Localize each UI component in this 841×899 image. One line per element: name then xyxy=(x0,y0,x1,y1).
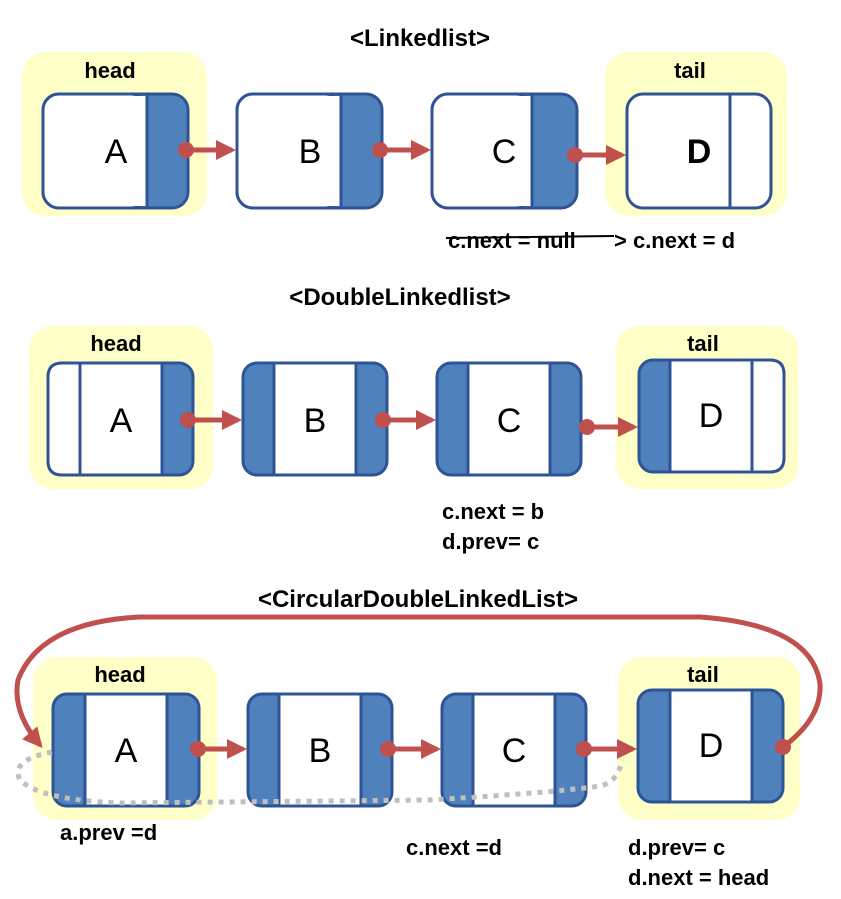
linkedlist-note: c.next = null > c.next = d xyxy=(445,228,735,253)
circular-next-arrow xyxy=(14,614,823,755)
tail-label: tail xyxy=(674,58,706,83)
head-label: head xyxy=(84,58,135,83)
replacement-note: > c.next = d xyxy=(614,228,735,253)
linkedlist-section: <Linkedlist> head tail A B C xyxy=(22,25,787,253)
node-d: D xyxy=(637,358,786,474)
node-c: C xyxy=(435,361,583,477)
node-b-label: B xyxy=(299,133,322,171)
tail-label: tail xyxy=(687,331,719,356)
note-d-next: d.next = head xyxy=(628,865,769,890)
node-a-label: A xyxy=(115,732,138,770)
node-c-label: C xyxy=(502,732,527,770)
node-c: C xyxy=(440,692,588,808)
node-b-label: B xyxy=(304,402,327,440)
dotted-prev-link xyxy=(15,749,625,806)
node-a: A xyxy=(51,692,201,808)
tail-label: tail xyxy=(687,662,719,687)
node-a-label: A xyxy=(110,402,133,440)
double-linkedlist-title: <DoubleLinkedlist> xyxy=(289,284,510,311)
node-d: D xyxy=(636,688,785,804)
strikethrough-line xyxy=(445,235,615,239)
linkedlist-title: <Linkedlist> xyxy=(350,25,490,52)
node-a: A xyxy=(46,361,195,477)
note-line-2: d.prev= c xyxy=(442,529,539,554)
node-d-label: D xyxy=(699,727,724,765)
node-a-label: A xyxy=(105,133,128,171)
next-pointer-arrows xyxy=(180,410,638,437)
node-a: A xyxy=(41,92,190,210)
node-c-label: C xyxy=(492,133,517,171)
node-d-label: D xyxy=(699,397,724,435)
node-b: B xyxy=(235,92,384,210)
circular-double-linkedlist-title: <CircularDoubleLinkedList> xyxy=(258,586,578,613)
node-d: D xyxy=(625,92,773,210)
next-pointer-arrows xyxy=(190,739,637,759)
next-pointer-arrows xyxy=(178,140,626,165)
note-c-next: c.next =d xyxy=(406,835,502,860)
node-b: B xyxy=(241,361,389,477)
head-label: head xyxy=(90,331,141,356)
note-line-1: c.next = b xyxy=(442,499,544,524)
struck-note: c.next = null xyxy=(448,228,576,253)
node-d-label: D xyxy=(687,133,712,171)
note-a-prev: a.prev =d xyxy=(60,820,157,845)
circular-double-linkedlist-section: <CircularDoubleLinkedList> head tail A B… xyxy=(14,586,823,890)
node-b-label: B xyxy=(309,732,332,770)
node-c: C xyxy=(430,92,579,210)
note-d-prev: d.prev= c xyxy=(628,835,725,860)
node-b: B xyxy=(246,692,394,808)
head-label: head xyxy=(94,662,145,687)
double-linkedlist-section: <DoubleLinkedlist> head tail A B C xyxy=(29,284,798,554)
node-c-label: C xyxy=(497,402,522,440)
